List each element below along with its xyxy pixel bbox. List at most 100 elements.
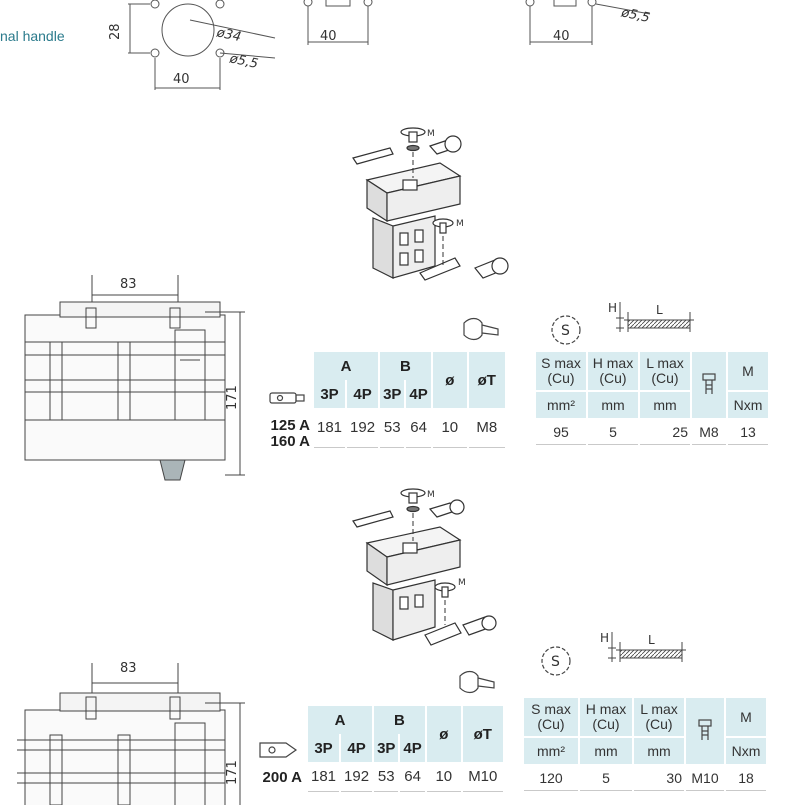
val-A-4P: 192 [347, 408, 379, 448]
hdr-smax: S max (Cu) [536, 352, 586, 390]
hdr2-smax: S max (Cu) [524, 698, 578, 736]
val-dia: 10 [432, 408, 467, 448]
col-4P-B: 4P [406, 380, 431, 408]
busbar-dim-sketch-2: H L [600, 631, 686, 662]
val-dia-t: M8 [468, 408, 505, 448]
dim-h-40-a: 40 [173, 72, 190, 87]
col-dia-t-2: øT [462, 706, 503, 762]
val2-A-4P: 192 [341, 762, 373, 792]
val2-m: 18 [726, 766, 766, 791]
drawing-flange-3 [525, 0, 651, 45]
torque-label-4: M [458, 578, 466, 588]
busbar-table-1: S max (Cu) H max (Cu) L max (Cu) M mm² m… [534, 350, 770, 447]
hdr2-hmax: H max (Cu) [580, 698, 632, 736]
col-dia-t: øT [468, 352, 505, 408]
dim-83-a: 83 [120, 277, 137, 292]
col-A-2: A [308, 706, 373, 734]
busbar-dim-sketch-1: H L [608, 301, 694, 332]
val2-bolt: M10 [686, 766, 724, 791]
val2-A-3P: 181 [308, 762, 340, 792]
torque-label-2: M [456, 219, 464, 229]
busbar-section-icon-2: S [541, 646, 571, 676]
terminal-table-1: A B ø øT 3P 4P 3P 4P 181 192 53 64 10 M8 [312, 352, 507, 448]
torque-label-3: M [427, 490, 435, 500]
side-label: nal handle [0, 28, 65, 44]
val2-B-3P: 53 [374, 762, 399, 792]
busbar-L-label-1: L [656, 303, 663, 317]
hdr-lmax: L max (Cu) [640, 352, 690, 390]
unit2-lmax: mm [634, 738, 684, 764]
exploded-view-1: M M [352, 127, 509, 281]
unit-smax: mm² [536, 392, 586, 418]
unit2-m: Nxm [726, 738, 766, 764]
unit2-hmax: mm [580, 738, 632, 764]
col-4P-B-2: 4P [400, 734, 425, 762]
col-A: A [314, 352, 379, 380]
val2-B-4P: 64 [400, 762, 425, 792]
dim-83-b: 83 [120, 661, 137, 676]
dim-dia-55-a: ø5,5 [227, 51, 259, 72]
busbar-H-label-1: H [608, 301, 617, 315]
col-3P-B: 3P [380, 380, 405, 408]
unit2-smax: mm² [524, 738, 578, 764]
val-bolt: M8 [692, 420, 726, 445]
svg-text:S: S [561, 323, 570, 339]
busbar-table-2: S max (Cu) H max (Cu) L max (Cu) M mm² m… [522, 696, 768, 793]
bolt-icon-2 [459, 670, 495, 694]
rating-125: 125 A [270, 417, 310, 434]
col-B: B [380, 352, 431, 380]
unit-m: Nxm [728, 392, 768, 418]
hdr-m: M [728, 352, 768, 390]
dim-h-40-b: 40 [320, 29, 337, 44]
torque-label-1: M [427, 129, 435, 139]
dim-v-28: 28 [108, 23, 123, 40]
val2-hmax: 5 [580, 766, 632, 791]
cable-lug-icon-1 [269, 392, 305, 404]
drawing-flange-2 [303, 0, 373, 45]
terminal-table-2: A B ø øT 3P 4P 3P 4P 181 192 53 64 10 M1… [306, 706, 505, 792]
col-3P-A-2: 3P [308, 734, 340, 762]
col-3P-B-2: 3P [374, 734, 399, 762]
hdr-hmax: H max (Cu) [588, 352, 638, 390]
dim-171-a: 171 [225, 385, 240, 410]
busbar-L-label-2: L [648, 633, 655, 647]
unit-lmax: mm [640, 392, 690, 418]
dim-dia-34: ø34 [214, 25, 242, 45]
unit-hmax: mm [588, 392, 638, 418]
rating-200: 200 A [262, 769, 302, 786]
val-smax: 95 [536, 420, 586, 445]
val-A-3P: 181 [314, 408, 346, 448]
bolt-head-icon-1 [692, 352, 726, 418]
side-view-2 [17, 663, 245, 805]
val-lmax: 25 [640, 420, 690, 445]
val-B-3P: 53 [380, 408, 405, 448]
rating-160: 160 A [270, 433, 310, 450]
dim-h-40-c: 40 [553, 29, 570, 44]
bolt-head-icon-2 [686, 698, 724, 764]
val-B-4P: 64 [406, 408, 431, 448]
dim-171-b: 171 [225, 760, 240, 785]
busbar-H-label-2: H [600, 631, 609, 645]
val2-dia: 10 [426, 762, 461, 792]
col-4P-A-2: 4P [341, 734, 373, 762]
val2-smax: 120 [524, 766, 578, 791]
hdr2-lmax: L max (Cu) [634, 698, 684, 736]
hdr2-m: M [726, 698, 766, 736]
cable-lug-icon-2 [259, 742, 298, 758]
svg-text:S: S [551, 654, 560, 670]
col-4P-A: 4P [347, 380, 379, 408]
busbar-section-icon-1: S [551, 315, 581, 345]
val2-lmax: 30 [634, 766, 684, 791]
col-dia-2: ø [426, 706, 461, 762]
dim-dia-55-b: ø5,5 [619, 5, 651, 26]
val-m: 13 [728, 420, 768, 445]
col-B-2: B [374, 706, 425, 734]
val-hmax: 5 [588, 420, 638, 445]
col-dia: ø [432, 352, 467, 408]
side-view-1 [24, 275, 245, 481]
drawing-flange-1 [128, 0, 276, 90]
exploded-view-2: M M [352, 488, 497, 646]
bolt-icon-1 [463, 317, 499, 341]
val2-dia-t: M10 [462, 762, 503, 792]
col-3P-A: 3P [314, 380, 346, 408]
